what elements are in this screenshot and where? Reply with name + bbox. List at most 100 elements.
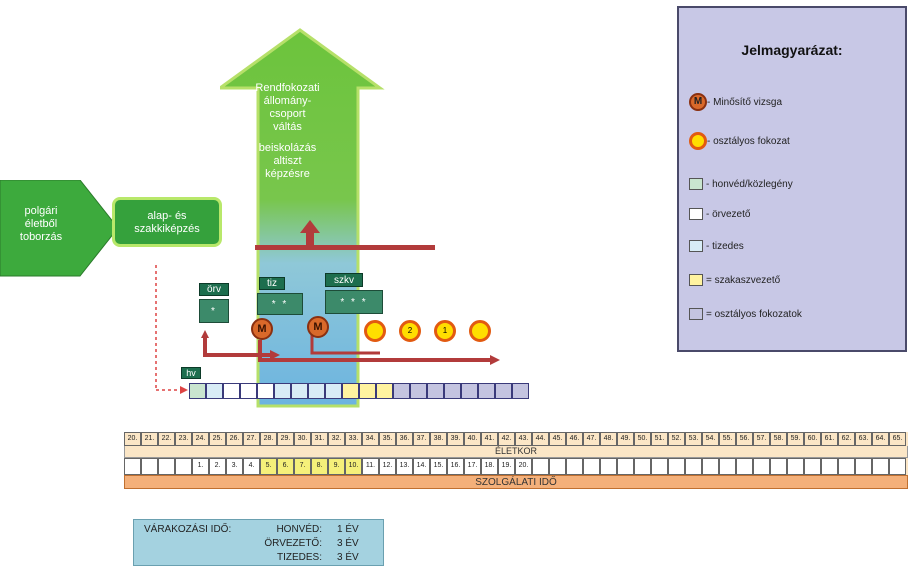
legend-panel: Jelmagyarázat: M - Minősítő vizsga - osz… <box>677 6 907 352</box>
age-cell: 31. <box>311 432 328 446</box>
age-cell: 54. <box>702 432 719 446</box>
age-cell: 61. <box>821 432 838 446</box>
service-year-cell <box>770 458 787 475</box>
service-year-cell: 6. <box>277 458 294 475</box>
service-year-cell: 3. <box>226 458 243 475</box>
age-cell: 43. <box>515 432 532 446</box>
age-cell: 39. <box>447 432 464 446</box>
rank-path-cell <box>342 383 359 399</box>
age-cell: 64. <box>872 432 889 446</box>
age-cell: 46. <box>566 432 583 446</box>
service-year-cell <box>855 458 872 475</box>
exam-icon: M <box>689 93 707 111</box>
szkv-stars: * * * <box>325 290 383 314</box>
rank-path-cell <box>478 383 495 399</box>
service-row: 1.2.3.4.5.6.7.8.9.10.11.12.13.14.15.16.1… <box>124 458 908 475</box>
legend-item-tizedes: - tizedes <box>689 240 744 252</box>
rank-path-cell <box>223 383 240 399</box>
rank-path-cell <box>410 383 427 399</box>
waiting-time-box: VÁRAKOZÁSI IDŐ: HONVÉD: 1 ÉV ÖRVEZETŐ: 3… <box>133 519 384 566</box>
service-year-cell <box>804 458 821 475</box>
age-cell: 41. <box>481 432 498 446</box>
service-year-cell: 9. <box>328 458 345 475</box>
age-cell: 26. <box>226 432 243 446</box>
age-cell: 50. <box>634 432 651 446</box>
legend-item-orvezeto: - örvezető <box>689 208 750 220</box>
service-year-cell <box>889 458 906 475</box>
service-year-cell <box>787 458 804 475</box>
service-year-cell <box>702 458 719 475</box>
progression-lines <box>155 220 500 394</box>
rank-path-cell <box>393 383 410 399</box>
service-year-cell: 18. <box>481 458 498 475</box>
service-year-cell <box>838 458 855 475</box>
age-cell: 32. <box>328 432 345 446</box>
service-year-cell: 17. <box>464 458 481 475</box>
service-year-cell <box>668 458 685 475</box>
waiting-title: VÁRAKOZÁSI IDŐ: <box>144 524 232 535</box>
age-cell: 63. <box>855 432 872 446</box>
service-year-cell <box>685 458 702 475</box>
service-year-cell <box>175 458 192 475</box>
exam-marker-1: M <box>251 318 273 340</box>
age-cell: 35. <box>379 432 396 446</box>
legend-item-szakaszvezeto: = szakaszvezető <box>689 274 780 286</box>
badge-szkv: szkv <box>325 273 363 287</box>
age-cell: 65. <box>889 432 906 446</box>
age-cell: 44. <box>532 432 549 446</box>
waiting-rank-2: ÖRVEZETŐ: <box>264 538 322 549</box>
service-year-cell: 7. <box>294 458 311 475</box>
rank-path-cell <box>325 383 342 399</box>
service-year-cell: 12. <box>379 458 396 475</box>
age-cell: 37. <box>413 432 430 446</box>
service-year-cell <box>549 458 566 475</box>
rank-path-cell <box>240 383 257 399</box>
age-cell: 55. <box>719 432 736 446</box>
waiting-rank-1: HONVÉD: <box>276 524 322 535</box>
age-cell: 27. <box>243 432 260 446</box>
basic-training-box: alap- és szakkiképzés <box>112 197 222 247</box>
waiting-time-1: 1 ÉV <box>337 524 359 535</box>
rank-path-cell <box>495 383 512 399</box>
rank-path-cell <box>308 383 325 399</box>
service-year-cell <box>600 458 617 475</box>
legend-exam: M - Minősítő vizsga <box>689 93 782 111</box>
class-circle <box>364 320 386 342</box>
service-year-cell: 10. <box>345 458 362 475</box>
exam-marker-2: M <box>307 316 329 338</box>
service-year-cell <box>158 458 175 475</box>
timeline: 20.21.22.23.24.25.26.27.28.29.30.31.32.3… <box>124 432 908 489</box>
waiting-rank-3: TIZEDES: <box>276 552 322 563</box>
age-cell: 59. <box>787 432 804 446</box>
rank-path-row <box>189 383 529 399</box>
legend-item-honved: - honvéd/közlegény <box>689 178 793 190</box>
class-circle: 2 <box>399 320 421 342</box>
class-icon <box>689 132 707 150</box>
age-cell: 25. <box>209 432 226 446</box>
class-circle: 1 <box>434 320 456 342</box>
rank-path-cell <box>376 383 393 399</box>
age-row: 20.21.22.23.24.25.26.27.28.29.30.31.32.3… <box>124 432 908 446</box>
service-year-cell <box>821 458 838 475</box>
age-cell: 20. <box>124 432 141 446</box>
age-cell: 22. <box>158 432 175 446</box>
age-cell: 30. <box>294 432 311 446</box>
service-year-cell <box>753 458 770 475</box>
age-cell: 58. <box>770 432 787 446</box>
age-cell: 62. <box>838 432 855 446</box>
age-cell: 38. <box>430 432 447 446</box>
rank-path-cell <box>206 383 223 399</box>
age-cell: 21. <box>141 432 158 446</box>
color-swatch <box>689 178 703 190</box>
orv-stars: * <box>199 299 229 323</box>
rank-path-cell <box>512 383 529 399</box>
rank-path-cell <box>444 383 461 399</box>
age-cell: 52. <box>668 432 685 446</box>
waiting-time-3: 3 ÉV <box>337 552 359 563</box>
service-year-cell: 4. <box>243 458 260 475</box>
service-year-cell: 14. <box>413 458 430 475</box>
age-label: ÉLETKOR <box>124 446 908 458</box>
color-swatch <box>689 240 703 252</box>
recruitment-label: polgári életből toborzás <box>19 205 63 243</box>
rank-path-cell <box>257 383 274 399</box>
